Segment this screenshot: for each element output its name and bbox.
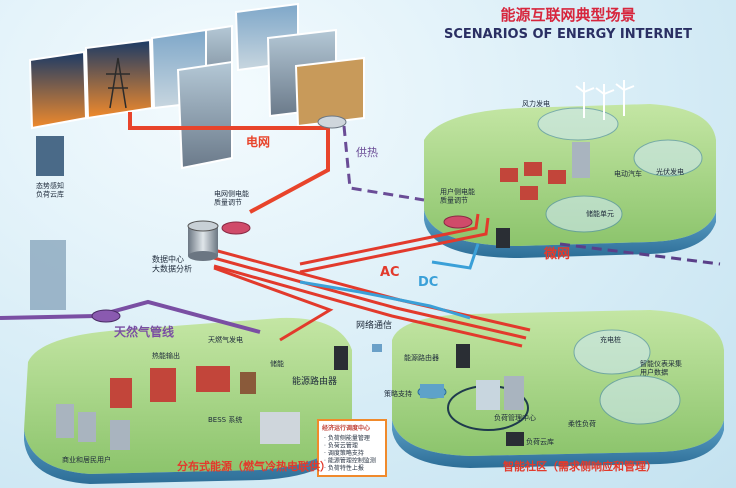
photo-transmission-sunset — [84, 38, 154, 120]
power-plant-photos — [28, 2, 365, 170]
smart-meter-label: 智能仪表采集用户数据 — [640, 359, 682, 376]
user-side-quality-label: 用户侧电能质量调节 — [440, 187, 475, 204]
dispatch-item: · 能源管理控制监测 — [324, 457, 376, 465]
microgrid-label: 微网 — [543, 246, 570, 262]
labels: 能源互联网典型场景 SCENARIOS OF ENERGY INTERNET 电网供… — [36, 6, 692, 473]
platform-smart-community — [392, 310, 724, 456]
photo-power-plant — [28, 50, 88, 130]
gas-pipeline-label: 天然气管线 — [114, 324, 174, 339]
ev-label: 电动汽车 — [614, 169, 642, 178]
devices — [30, 80, 635, 477]
smart-community-label: 智能社区（需求侧响应和管理） — [503, 459, 657, 473]
wind-power-label: 风力发电 — [522, 99, 550, 108]
distributed-energy-label: 分布式能源（燃气冷热电联供） — [177, 459, 331, 473]
data-center-label: 数据中心大数据分析 — [152, 254, 192, 274]
heat-supply-line — [342, 125, 425, 202]
strategy-support-label: 策略支持 — [384, 389, 412, 398]
storage-mg-label: 储能单元 — [586, 209, 614, 218]
network-comm-label: 网络通信 — [356, 319, 392, 331]
heat-supply-label: 供热 — [356, 145, 378, 159]
pv-label: 光伏发电 — [656, 167, 684, 176]
photo-pole — [176, 60, 233, 170]
title-cn: 能源互联网典型场景 — [500, 6, 635, 24]
dispatch-item: · 负荷特性上报 — [324, 464, 364, 472]
flexible-load-label: 柔性负荷 — [568, 419, 596, 428]
load-cloud-label: 负荷云库 — [526, 437, 554, 446]
situation-cloud-label: 态势感知负荷云库 — [36, 181, 64, 198]
microgrid-dash-line — [559, 242, 721, 266]
energy-router-left-label: 能源路由器 — [292, 375, 337, 387]
platform-distributed-energy — [24, 317, 352, 474]
title-en: SCENARIOS OF ENERGY INTERNET — [444, 27, 692, 42]
photo-heat-plant — [294, 56, 365, 128]
dispatch-title: 经济运行调度中心 — [322, 424, 370, 432]
dc-line — [299, 280, 471, 320]
grid-side-quality-label: 电网侧电能质量调节 — [214, 189, 249, 206]
storage-left-label: 储能 — [270, 359, 284, 368]
load-manage-center-label: 负荷管理中心 — [494, 413, 536, 422]
data-center-server — [187, 220, 219, 261]
dispatch-center-panel — [317, 419, 387, 477]
business-residential-label: 商业和居民用户 — [62, 455, 111, 464]
dispatch-item: · 负荷侧能量管理 — [324, 434, 370, 442]
dispatch-item: · 负荷云管理 — [324, 442, 358, 450]
gas-gen-label: 天燃气发电 — [208, 335, 243, 344]
heat-output-label: 热能输出 — [152, 351, 180, 360]
gas-pipeline-line — [0, 299, 261, 334]
charging-label: 充电桩 — [600, 335, 621, 344]
dc-label: DC — [418, 275, 438, 290]
ac-label: AC — [380, 265, 400, 280]
bess-label: BESS 系统 — [208, 415, 242, 424]
platform-microgrid — [424, 104, 716, 246]
energy-router-right-label: 能源路由器 — [404, 353, 439, 362]
grid-label: 电网 — [246, 134, 270, 149]
energy-lines — [0, 112, 721, 348]
dispatch-item: · 调度策略支持 — [324, 449, 364, 457]
